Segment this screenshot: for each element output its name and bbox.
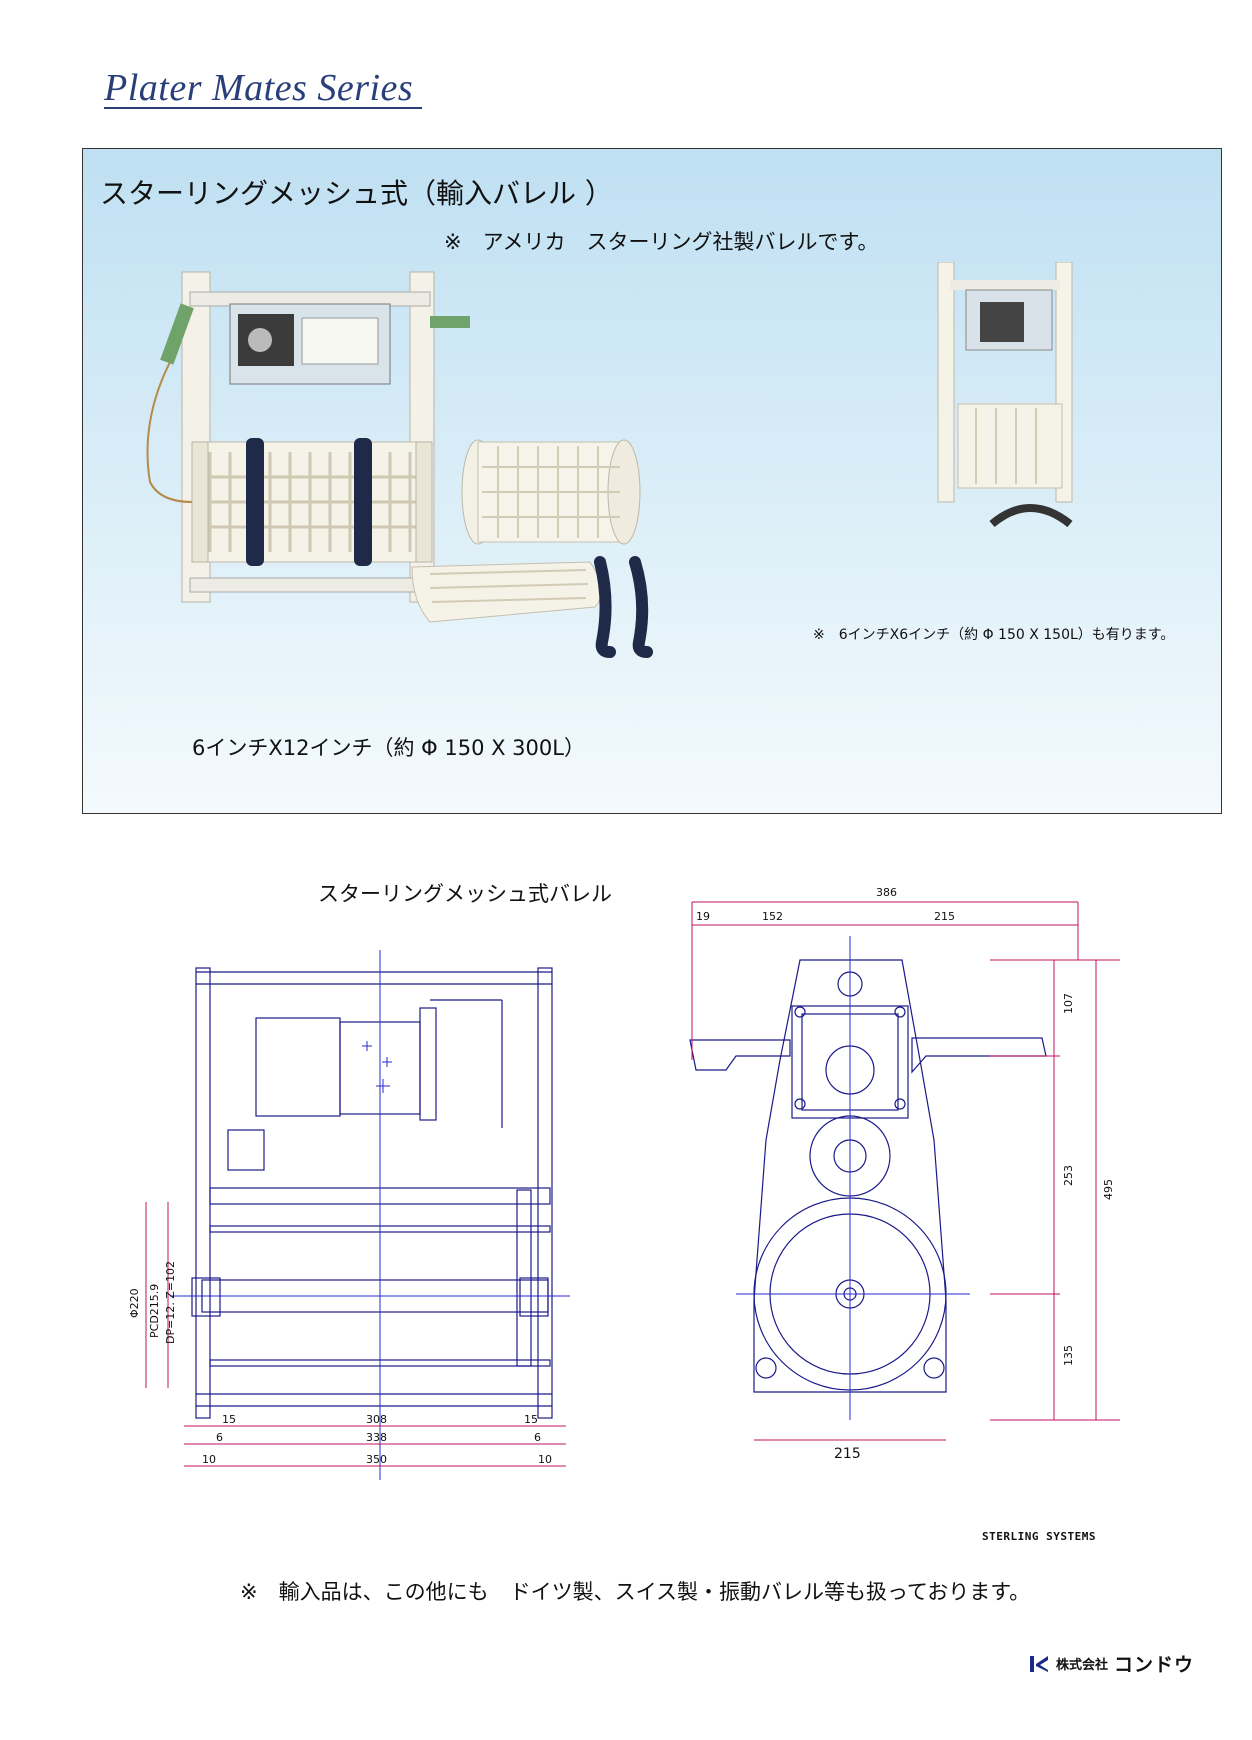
panel-heading: スターリングメッシュ式（輸入バレル ） <box>100 177 613 210</box>
origin-note: ※ アメリカ スターリング社製バレルです。 <box>444 230 879 254</box>
dim-pcd: PCD215.9 <box>148 1284 161 1338</box>
front-view-drawing: Φ220 PCD215.9 DP=12. Z=102 15 308 15 6 3… <box>130 950 570 1480</box>
dim-w15-right: 15 <box>524 1413 538 1426</box>
size-note-small: ※ 6インチX6インチ（約 Φ 150 X 150L）も有ります。 <box>813 627 1175 643</box>
title-underline <box>104 107 422 109</box>
barrel-unit-photo <box>146 271 470 603</box>
dim-w15-left: 15 <box>222 1413 236 1426</box>
series-title: Plater Mates Series <box>104 67 414 109</box>
dim-dp: DP=12. Z=102 <box>164 1261 177 1344</box>
small-unit-photo <box>937 262 1073 528</box>
company-logo: 株式会社 コンドウ <box>1028 1650 1194 1677</box>
dim-w386: 386 <box>876 886 897 899</box>
barrel-cage-photo <box>411 439 653 658</box>
dim-h253: 253 <box>1062 1165 1075 1186</box>
side-view-drawing: 386 19 152 215 107 253 495 135 215 <box>689 886 1120 1462</box>
company-logo-icon <box>1030 1655 1048 1672</box>
company-prefix: 株式会社 <box>1056 1658 1109 1673</box>
dim-w152: 152 <box>762 910 783 923</box>
dim-w215-top: 215 <box>934 910 955 923</box>
dim-w350: 350 <box>366 1453 387 1466</box>
product-photos <box>146 262 1073 658</box>
dim-w6-left: 6 <box>216 1431 223 1444</box>
size-note-main: 6インチX12インチ（約 Φ 150 X 300L） <box>192 736 585 760</box>
dim-w308: 308 <box>366 1413 387 1426</box>
company-name: コンドウ <box>1114 1654 1195 1676</box>
footer-note: ※ 輸入品は、この他にも ドイツ製、スイス製・振動バレル等も扱っております。 <box>240 1580 1031 1604</box>
dim-h135: 135 <box>1062 1345 1075 1366</box>
dim-w10-right: 10 <box>538 1453 552 1466</box>
dim-h495: 495 <box>1102 1179 1115 1200</box>
dim-w338: 338 <box>366 1431 387 1444</box>
dim-w19: 19 <box>696 910 710 923</box>
dim-d220: Φ220 <box>130 1288 141 1318</box>
dim-h107: 107 <box>1062 993 1075 1014</box>
dim-w6-right: 6 <box>534 1431 541 1444</box>
dim-w10-left: 10 <box>202 1453 216 1466</box>
dim-w215-bottom: 215 <box>834 1446 861 1462</box>
drawing-title: スターリングメッシュ式バレル <box>318 882 612 906</box>
brand-label: STERLING SYSTEMS <box>982 1530 1096 1543</box>
